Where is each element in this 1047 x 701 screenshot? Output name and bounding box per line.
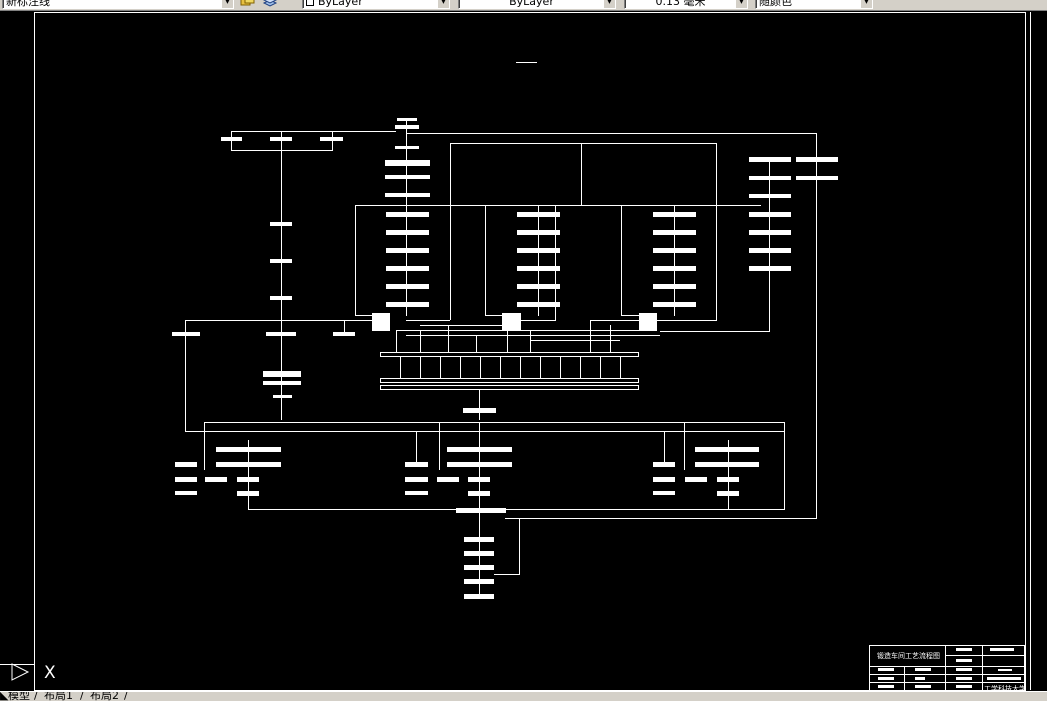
linetype-dropdown-value: ByLayer (509, 0, 554, 8)
ucs-x-axis-label: X (44, 663, 56, 683)
lineweight-dropdown[interactable]: 0.13 毫米 ▼ (624, 0, 748, 9)
layer-manager-icon[interactable] (240, 0, 256, 9)
color-dropdown[interactable]: ByLayer ▼ (302, 0, 450, 9)
tab-separator-icon: / (124, 691, 128, 701)
color-swatch-icon (306, 0, 314, 6)
layer-previous-icon[interactable] (262, 0, 278, 9)
tab-layout1[interactable]: 布局1 (44, 691, 73, 701)
chevron-down-icon[interactable]: ▼ (603, 0, 615, 8)
ucs-triangle (11, 663, 30, 681)
chevron-down-icon[interactable]: ▼ (221, 0, 233, 8)
tab-layout2[interactable]: 布局2 (90, 691, 119, 701)
plotstyle-dropdown-value: 随颜色 (759, 0, 792, 8)
lineweight-dropdown-value: 0.13 毫米 (655, 0, 706, 8)
tab-separator-icon: / (80, 691, 84, 701)
plotstyle-dropdown[interactable]: 随颜色 ▼ (755, 0, 873, 9)
tab-nav-arrow-icon[interactable]: ◣ (0, 691, 9, 701)
drawing-canvas[interactable]: X 锻造车间工艺流程图 工学科技大学 (0, 12, 1047, 693)
linetype-dropdown[interactable]: ByLayer ▼ (458, 0, 616, 9)
school-name: 工学科技大学 (984, 685, 1026, 693)
layer-dropdown-value: 新标注线 (6, 0, 50, 8)
chevron-down-icon[interactable]: ▼ (437, 0, 449, 8)
flowchart-drawing (0, 12, 1031, 691)
chevron-down-icon[interactable]: ▼ (735, 0, 747, 8)
drawing-title: 锻造车间工艺流程图 (877, 652, 940, 660)
chevron-down-icon[interactable]: ▼ (860, 0, 872, 8)
layer-dropdown[interactable]: 新标注线 ▼ (2, 0, 234, 9)
tab-model[interactable]: 模型 (8, 691, 30, 701)
sheet-border (34, 12, 1026, 691)
layout-tabs: ◣ 模型 / 布局1 / 布局2 / (0, 691, 1047, 701)
tab-separator-icon: / (34, 691, 38, 701)
color-dropdown-value: ByLayer (318, 0, 363, 8)
properties-toolbar: 新标注线 ▼ ByLayer ▼ ByLayer ▼ 0.13 毫米 ▼ 随颜色… (0, 0, 1047, 11)
